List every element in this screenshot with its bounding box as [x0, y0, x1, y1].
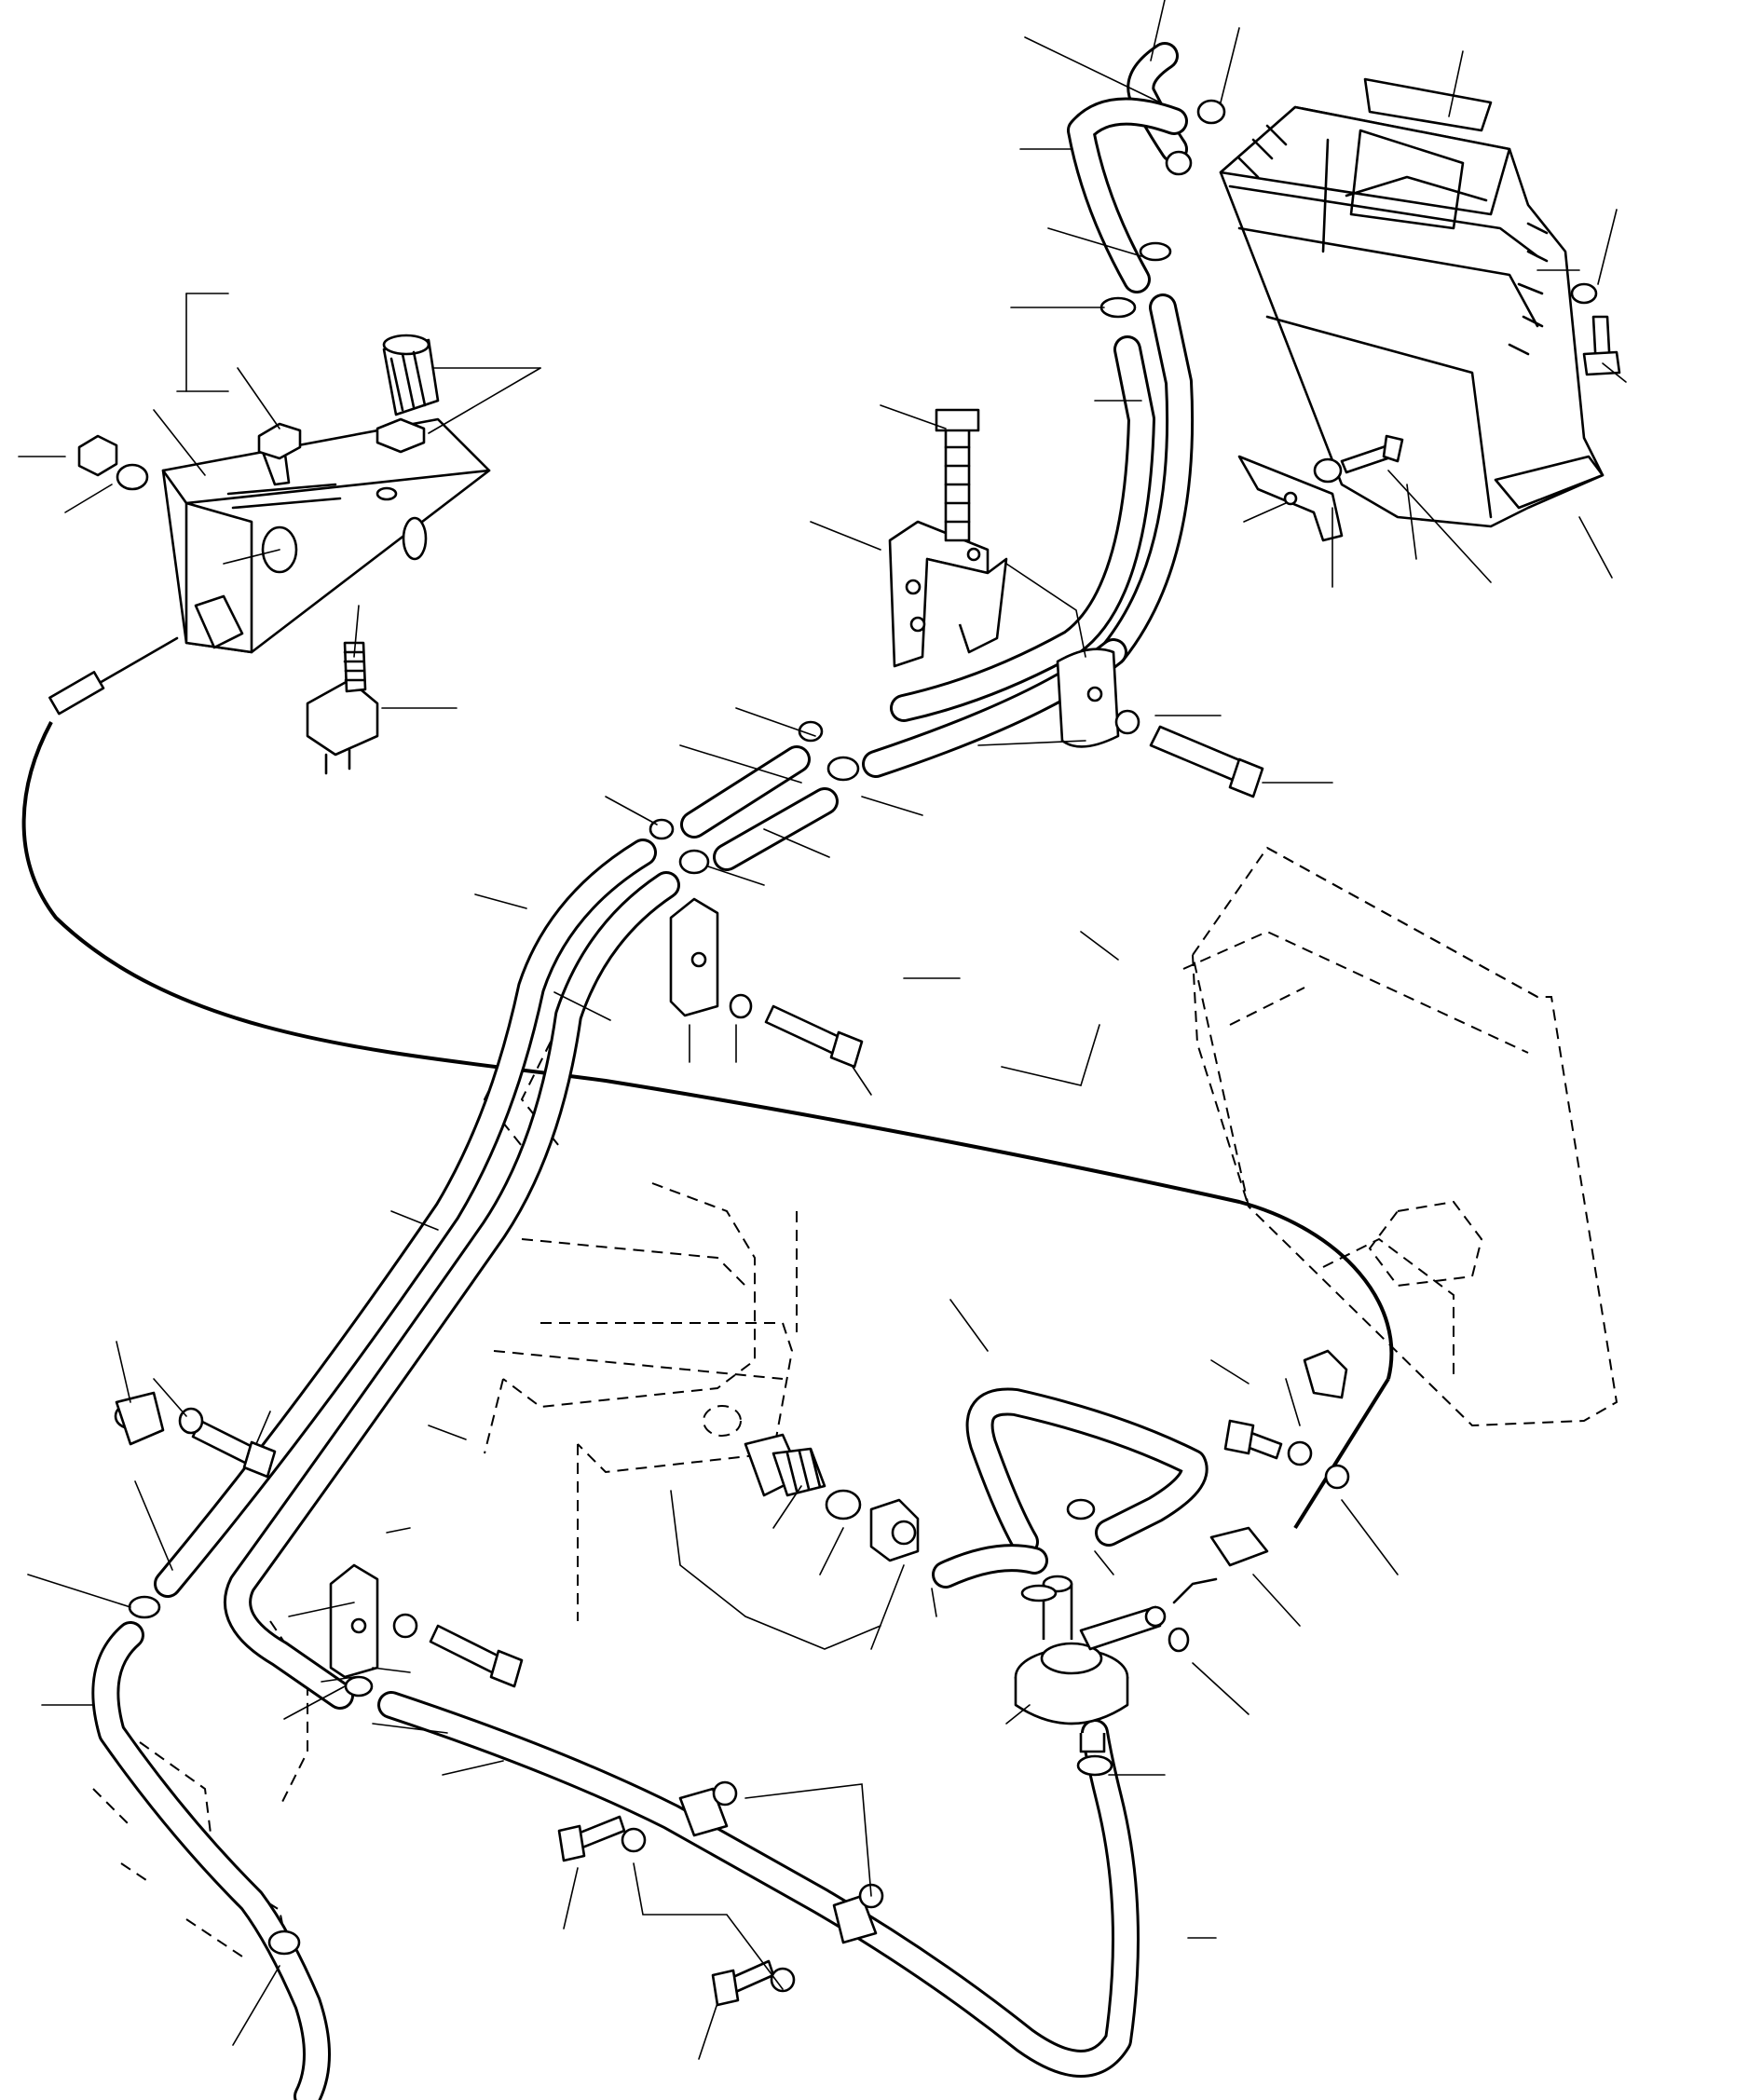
- phantom-outlines: [92, 846, 1618, 1957]
- leader-lines: [18, 0, 1627, 2060]
- washer-icon: [77, 282, 1598, 1993]
- fan-switch-icon: [306, 641, 379, 775]
- heater-core-icon: [1219, 77, 1605, 528]
- heater-hoses: [91, 42, 1209, 2100]
- control-lever-bracket: [161, 417, 491, 654]
- control-cable: [21, 636, 1394, 1604]
- control-knob-icon: [376, 334, 440, 454]
- hose-clips: [329, 455, 1348, 1679]
- hose-clamp-blocks: [115, 1391, 884, 1944]
- valve-icon: [1014, 1575, 1167, 1753]
- fitting-icon: [744, 1433, 920, 1562]
